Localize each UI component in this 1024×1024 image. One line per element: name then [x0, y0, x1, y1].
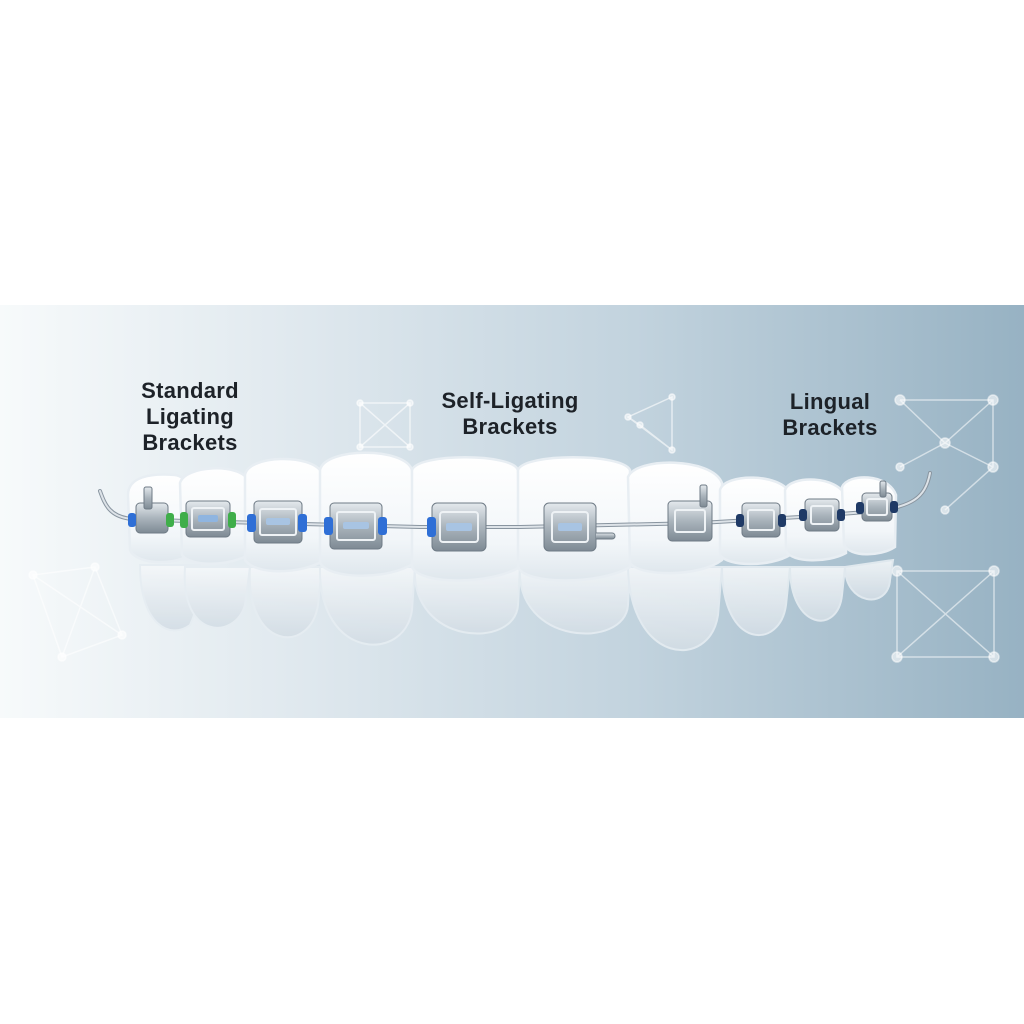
label-line: Brackets [462, 414, 558, 439]
network-graph-icon [891, 565, 1000, 663]
network-graph-icon [356, 399, 414, 451]
label-line: Lingual [789, 389, 871, 414]
bracket-standard-2 [180, 500, 236, 538]
label-line: Self-Ligating [441, 388, 579, 413]
bracket-lingual-2 [736, 502, 786, 538]
archwire [98, 471, 932, 529]
lower-teeth [138, 558, 895, 651]
bracket-standard-4 [324, 502, 387, 550]
bracket-lingual-4 [856, 480, 898, 522]
illustration-panel: Standard Ligating Brackets Self-Ligating… [0, 305, 1024, 718]
label-line: Brackets [782, 415, 878, 440]
bracket-self-ligating-2 [543, 502, 616, 552]
bracket-standard-3 [247, 500, 307, 544]
standard-ligating-brackets-label: Standard Ligating Brackets [110, 378, 270, 456]
label-line: Ligating [146, 404, 234, 429]
network-graph-icon [28, 562, 127, 662]
self-ligating-brackets-label: Self-Ligating Brackets [405, 388, 615, 440]
bracket-lingual-1 [667, 484, 713, 542]
label-line: Standard [141, 378, 239, 403]
bracket-lingual-3 [799, 498, 845, 532]
bracket-standard-1 [128, 486, 174, 534]
archwire-end-hook-icon [596, 532, 616, 540]
braces-illustration [28, 393, 1000, 663]
network-graph-icon [624, 393, 676, 454]
lingual-brackets-label: Lingual Brackets [755, 389, 905, 441]
label-line: Brackets [142, 430, 238, 455]
bracket-self-ligating-1 [427, 502, 487, 552]
network-graph-icon [894, 394, 999, 515]
